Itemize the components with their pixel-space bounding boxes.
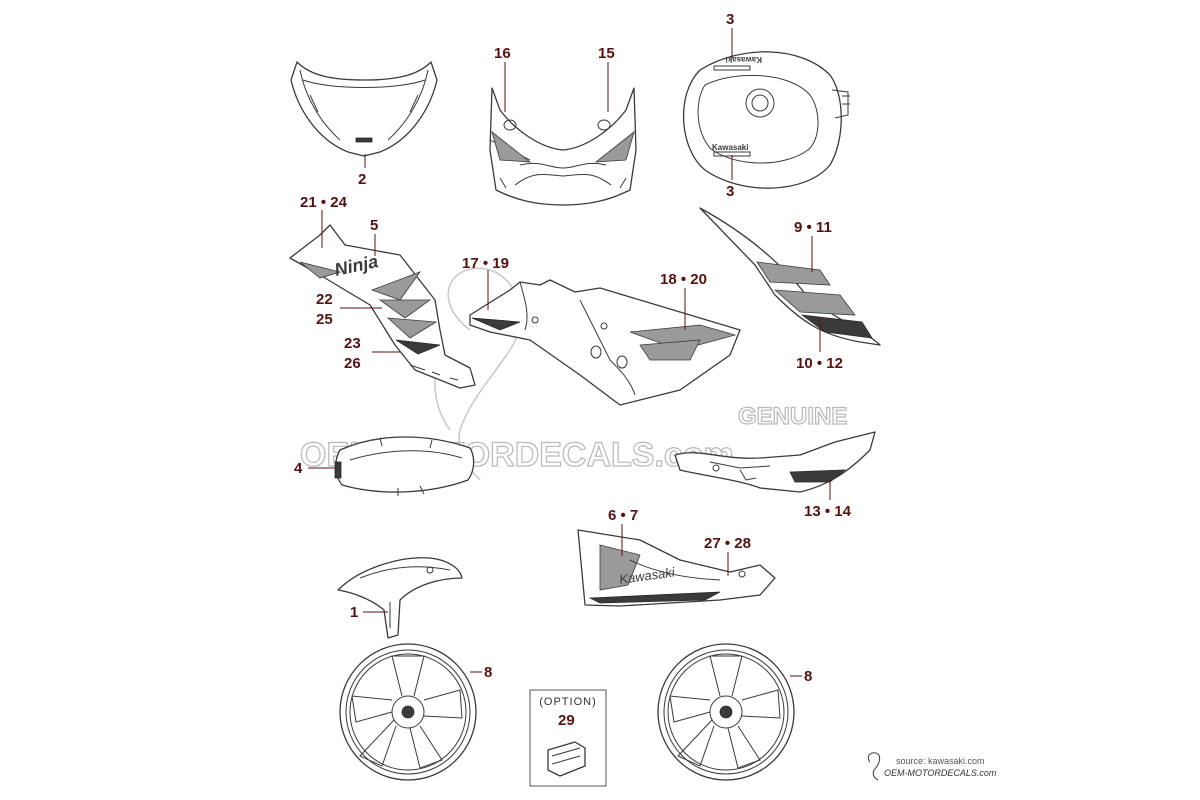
callout-6-7: 6 • 7 (608, 507, 638, 524)
callout-26: 26 (344, 355, 361, 372)
callout-27-28: 27 • 28 (704, 535, 751, 552)
footer-credit: source: kawasaki.com OEM-MOTORDECALS.com (867, 752, 997, 781)
fender-decal (334, 461, 342, 479)
footer-brand: OEM-MOTORDECALS.com (884, 768, 997, 778)
callout-10-12: 10 • 12 (796, 355, 843, 372)
fuel-tank-part: Kawasaki Kawasaki (683, 51, 850, 189)
tank-top-decal: Kawasaki (726, 55, 762, 64)
tank-bottom-decal: Kawasaki (712, 143, 748, 152)
source-credit: source: kawasaki.com (896, 756, 985, 766)
leader-lines (308, 28, 831, 677)
callout-1: 1 (350, 604, 358, 621)
belly-pan-part: Kawasaki (577, 529, 776, 607)
callout-4: 4 (294, 460, 303, 477)
rear-wheel-part (657, 643, 795, 781)
front-wheel-part (339, 643, 477, 781)
callout-8-rear: 8 (804, 668, 812, 685)
side-fairing-part: Ninja (289, 224, 476, 389)
callout-25: 25 (316, 311, 333, 328)
callout-15: 15 (598, 45, 615, 62)
callout-18-20: 18 • 20 (660, 271, 707, 288)
callout-23: 23 (344, 335, 361, 352)
callout-13-14: 13 • 14 (804, 503, 852, 520)
front-fender-lower-part (337, 557, 463, 639)
brand-logo-icon (867, 752, 881, 781)
callout-16: 16 (494, 45, 511, 62)
watermark-genuine: GENUINE (738, 403, 847, 430)
under-tail-part (674, 431, 876, 493)
callout-21-24: 21 • 24 (300, 194, 348, 211)
option-label: (OPTION) (539, 696, 597, 708)
callout-5: 5 (370, 217, 378, 234)
windscreen-part (290, 61, 438, 157)
callout-29: 29 (558, 712, 575, 729)
callout-9-11: 9 • 11 (794, 219, 832, 236)
callout-3-top: 3 (726, 11, 734, 28)
callout-3-bottom: 3 (726, 183, 734, 200)
middle-fairing-part (469, 279, 741, 406)
upper-cowl-part (489, 87, 637, 206)
windscreen-logo-decal (355, 137, 373, 143)
tail-cowl-part (699, 207, 881, 346)
callout-22: 22 (316, 291, 333, 308)
callout-17-19: 17 • 19 (462, 255, 509, 272)
callout-8-front: 8 (484, 664, 492, 681)
callouts: 2 16 15 3 3 21 • 24 5 22 25 23 26 17 • 1… (294, 11, 852, 729)
callout-2: 2 (358, 171, 366, 188)
front-fender-part (334, 436, 475, 496)
option-box: (OPTION) (529, 689, 607, 787)
